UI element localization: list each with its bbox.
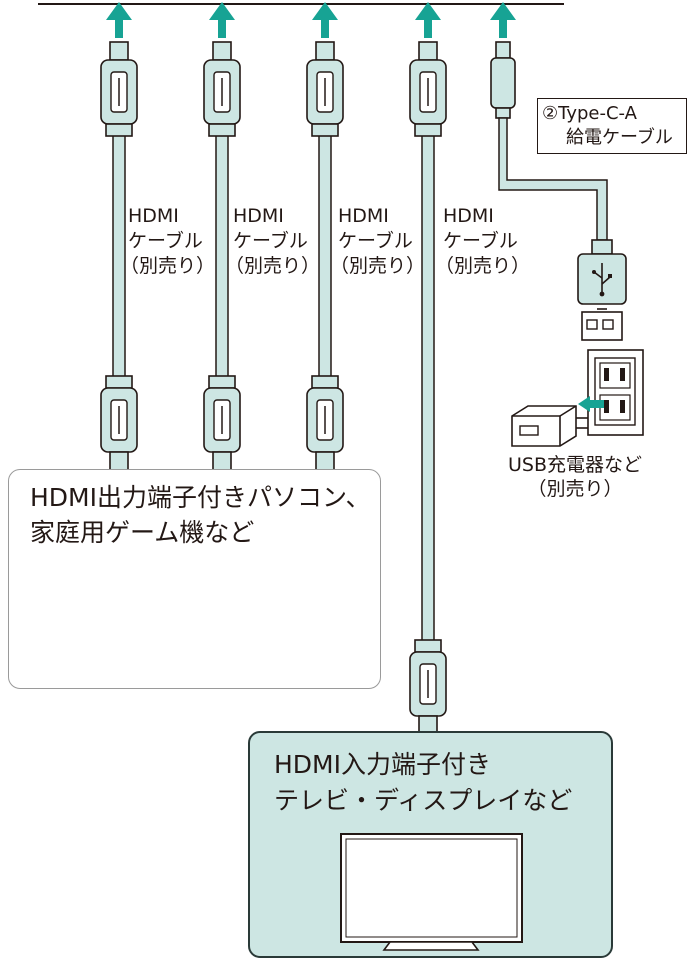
hdmi-cable-2 [215, 119, 229, 383]
right-arrow-icon [578, 396, 604, 412]
hdmi-plug-icon [306, 375, 344, 471]
up-arrow-icon [312, 2, 338, 38]
cable-label-line: HDMI [233, 205, 284, 227]
cable-label-line: ケーブル [443, 230, 518, 252]
type-c-label-line2: 給電ケーブル [566, 127, 673, 148]
display-title-line2: テレビ・ディスプレイなど [274, 786, 573, 815]
cable-label-line: （別売り） [120, 255, 216, 277]
charger-label: USB充電器など （別売り） [500, 453, 650, 501]
charger-label-line1: USB充電器など [507, 454, 642, 476]
source-devices-title: HDMI出力端子付きパソコン、 家庭用ゲーム機など [30, 480, 371, 550]
up-arrow-icon [106, 2, 132, 38]
cable-label-line: ケーブル [338, 230, 413, 252]
hdmi-plug-icon [100, 375, 138, 471]
hdmi-plug-icon [203, 41, 241, 137]
usb-a-plug-icon [577, 239, 627, 341]
hdmi-plug-icon [100, 41, 138, 137]
cable-label-line: （別売り） [435, 255, 531, 277]
cable-label-line: ケーブル [128, 230, 203, 252]
type-c-cable-label: ②Type-C-A 給電ケーブル [537, 98, 687, 154]
wall-outlet-icon [587, 349, 644, 436]
type-c-label-line1: ②Type-C-A [542, 103, 637, 124]
display-devices-title: HDMI入力端子付き テレビ・ディスプレイなど [274, 747, 572, 819]
charger-label-line2: （別売り） [527, 478, 623, 500]
cable-label-4: HDMI ケーブル （別売り） [435, 204, 530, 279]
cable-label-line: HDMI [338, 205, 389, 227]
up-arrow-icon [209, 2, 235, 38]
source-title-line1: HDMI出力端子付きパソコン、 [30, 483, 371, 512]
cable-label-1: HDMI ケーブル （別売り） [120, 204, 215, 279]
hdmi-plug-icon [306, 41, 344, 137]
cable-label-line: HDMI [443, 205, 494, 227]
usb-c-plug-icon [490, 41, 516, 119]
usb-charger-icon [511, 405, 588, 447]
hdmi-plug-icon [409, 639, 447, 735]
up-arrow-icon [415, 2, 441, 38]
hdmi-cable-3 [318, 119, 332, 383]
cable-label-line: ケーブル [233, 230, 308, 252]
hdmi-plug-icon [409, 41, 447, 137]
up-arrow-icon [490, 2, 516, 38]
hdmi-cable-1 [112, 119, 126, 383]
source-devices-panel [8, 469, 381, 689]
source-title-line2: 家庭用ゲーム機など [30, 518, 255, 547]
hdmi-plug-icon [203, 375, 241, 471]
cable-label-line: （別売り） [330, 255, 426, 277]
cable-label-line: （別売り） [225, 255, 321, 277]
cable-label-2: HDMI ケーブル （別売り） [225, 204, 320, 279]
hdmi-cable-4 [421, 119, 435, 649]
display-title-line1: HDMI入力端子付き [274, 750, 491, 779]
cable-label-3: HDMI ケーブル （別売り） [330, 204, 425, 279]
cable-label-line: HDMI [128, 205, 179, 227]
